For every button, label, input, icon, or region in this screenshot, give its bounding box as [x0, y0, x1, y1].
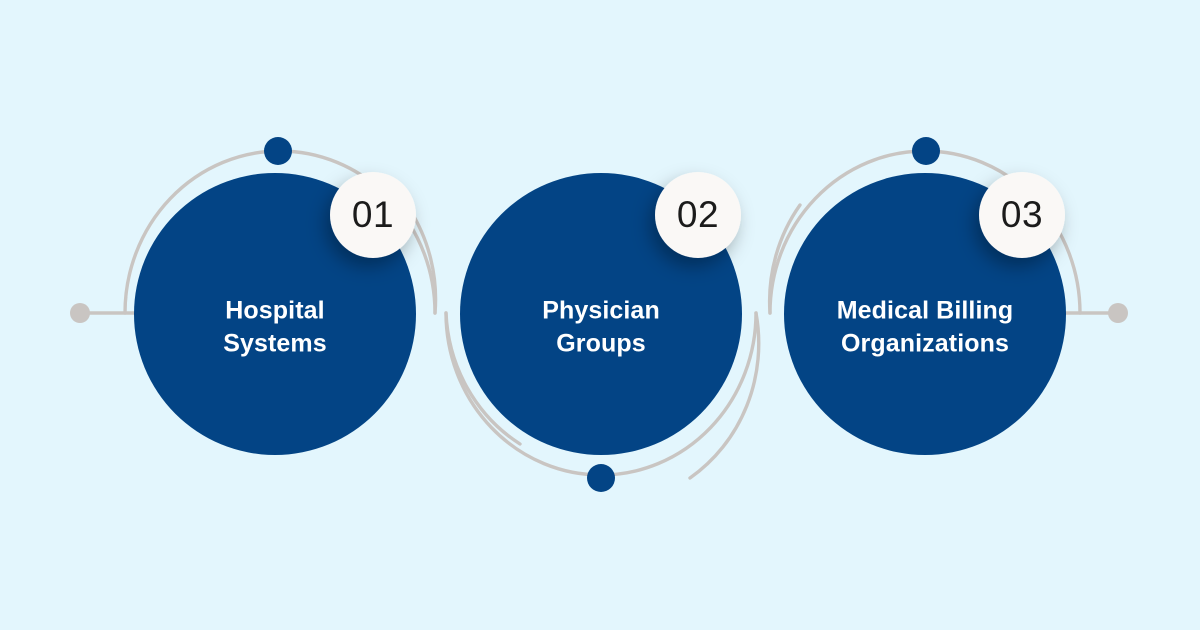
badge-circle-2	[655, 172, 741, 258]
accent-dot-2	[587, 464, 615, 492]
accent-dot-1	[264, 137, 292, 165]
step-badge-3[interactable]: 03	[979, 172, 1065, 258]
right-end-dot	[1108, 303, 1128, 323]
step-label-2-line2: Groups	[556, 330, 646, 358]
step-label-3-line2: Organizations	[841, 330, 1009, 358]
step-label-2-line1: Physician	[542, 297, 660, 325]
badge-circle-3	[979, 172, 1065, 258]
step-label-2: Physician Groups	[542, 297, 660, 358]
accent-dot-3	[912, 137, 940, 165]
step-label-1: Hospital Systems	[223, 297, 327, 358]
step-label-3: Medical Billing Organizations	[837, 297, 1014, 358]
step-label-1-line1: Hospital	[225, 297, 324, 325]
step-label-1-line2: Systems	[223, 330, 327, 358]
step-badge-1[interactable]: 01	[330, 172, 416, 258]
badge-number-1: 01	[352, 194, 394, 235]
badge-number-2: 02	[677, 194, 719, 235]
connector-arc-3-overlay	[767, 203, 802, 315]
step-label-3-line1: Medical Billing	[837, 297, 1014, 325]
step-badge-2[interactable]: 02	[655, 172, 741, 258]
left-end-dot	[70, 303, 90, 323]
connector-arc-2-overlay	[444, 311, 522, 446]
badge-circle-1	[330, 172, 416, 258]
badge-number-3: 03	[1001, 194, 1043, 235]
connector-arc-2-overlay-right	[688, 311, 761, 480]
